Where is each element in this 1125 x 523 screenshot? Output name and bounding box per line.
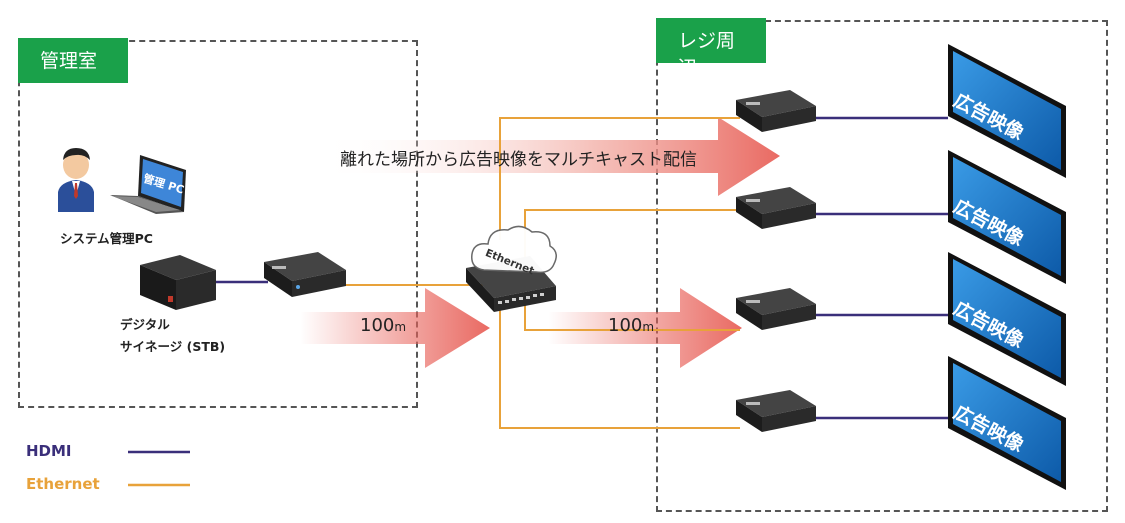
person-icon [58,148,94,212]
cloud-icon [471,225,557,274]
distance-left-unit: m [394,320,407,334]
distance-right-unit: m [642,320,655,334]
laptop-icon [110,155,186,214]
display-icon [948,44,1066,490]
distance-right-value: 100 [608,315,643,336]
admin-pc-caption: システム管理PC [60,231,153,246]
register-area-label: レジ周辺 [656,18,766,79]
distance-arrow-left [300,288,490,368]
decoder-icon [736,90,816,432]
multicast-arrow [318,117,780,196]
hdmi-lines [215,116,948,420]
stb-box-icon [140,255,216,310]
encoder-icon [264,252,346,297]
register-area-zone [656,20,1108,512]
multicast-text: 離れた場所から広告映像をマルチキャスト配信 [340,150,697,170]
stb-caption-line2: サイネージ (STB) [120,339,226,354]
distance-left-label: 100m [360,315,406,336]
distance-right-label: 100m [608,315,654,336]
legend-ethernet-label: Ethernet [26,475,100,493]
distance-left-value: 100 [360,315,395,336]
admin-room-zone [18,40,418,408]
legend-hdmi-label: HDMI [26,442,72,460]
admin-room-label: 管理室 [18,38,128,83]
distance-arrow-right [548,288,742,368]
stb-caption-line1: デジタル [120,317,170,332]
